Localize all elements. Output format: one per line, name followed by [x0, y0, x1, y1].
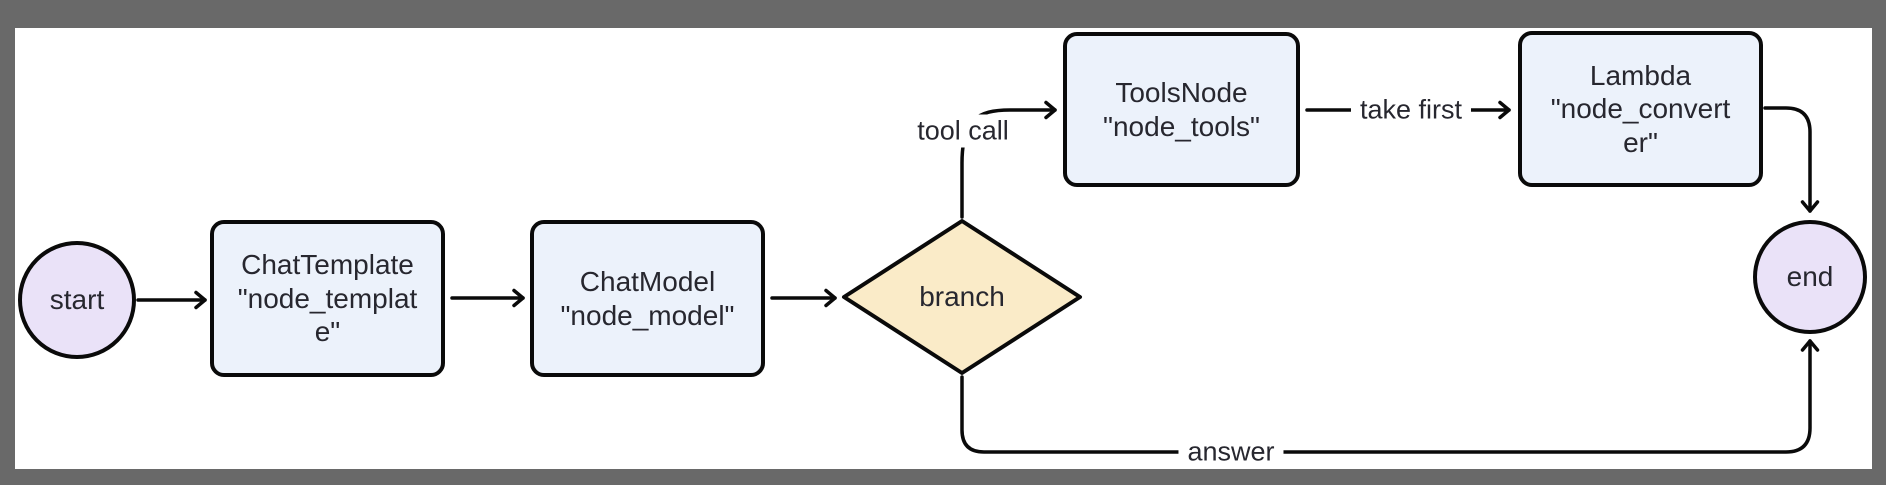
node-start: start	[18, 241, 136, 359]
node-branch-label: branch	[919, 281, 1005, 313]
edge-label-take-first: take first	[1350, 93, 1472, 127]
node-chat-template: ChatTemplate "node_templat e"	[210, 220, 445, 377]
node-chat-template-label: ChatTemplate "node_templat e"	[237, 249, 418, 348]
flowchart-canvas: start ChatTemplate "node_templat e" Chat…	[15, 28, 1872, 469]
edge-converter-to-end	[1763, 106, 1820, 213]
node-chat-model-label: ChatModel "node_model"	[560, 265, 735, 331]
node-end: end	[1753, 220, 1867, 334]
edge-branch-to-end-answer	[960, 339, 1820, 454]
node-converter: Lambda "node_convert er"	[1518, 31, 1763, 187]
node-start-label: start	[49, 284, 105, 316]
branch-diamond-shape	[842, 219, 1082, 375]
edge-label-tool-call: tool call	[908, 114, 1018, 148]
node-tools: ToolsNode "node_tools"	[1063, 32, 1300, 187]
node-converter-label: Lambda "node_convert er"	[1550, 59, 1731, 158]
node-branch-decision: branch	[842, 219, 1082, 375]
node-chat-model: ChatModel "node_model"	[530, 220, 765, 377]
edge-label-answer: answer	[1178, 435, 1284, 469]
node-tools-label: ToolsNode "node_tools"	[1103, 76, 1260, 142]
node-end-label: end	[1786, 261, 1834, 293]
